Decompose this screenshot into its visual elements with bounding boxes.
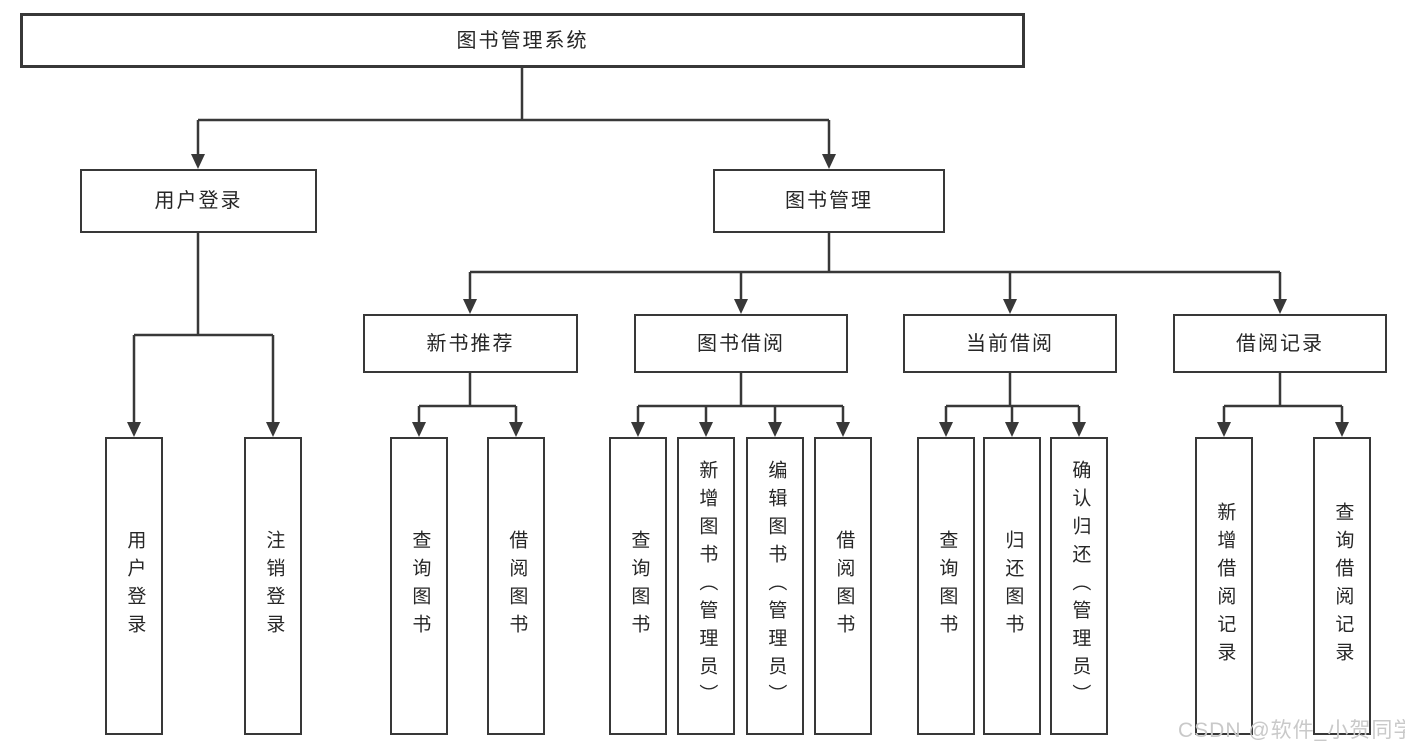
leaf-borrow-edit-books-admin: 编辑图书（管理员） <box>746 437 804 735</box>
connector-new-book-recommend <box>417 373 518 423</box>
node-root-system: 图书管理系统 <box>20 13 1025 68</box>
arrow-down-icon <box>1072 422 1086 437</box>
leaf-newbook-query-books: 查询图书 <box>390 437 448 735</box>
leaf-logout: 注销登录 <box>244 437 302 735</box>
connector-borrow-records <box>1222 373 1344 423</box>
leaf-borrow-borrow-books: 借阅图书 <box>814 437 872 735</box>
leaf-current-query-books: 查询图书 <box>917 437 975 735</box>
arrow-down-icon <box>836 422 850 437</box>
leaf-current-return-books: 归还图书 <box>983 437 1041 735</box>
watermark: CSDN @软件_小贺同学 <box>1178 719 1405 742</box>
leaf-newbook-borrow-books: 借阅图书 <box>487 437 545 735</box>
node-borrow-records: 借阅记录 <box>1173 314 1387 373</box>
arrowheads <box>127 154 1349 437</box>
leaf-user-login: 用户登录 <box>105 437 163 735</box>
node-user-login: 用户登录 <box>80 169 317 233</box>
arrow-down-icon <box>1273 299 1287 314</box>
arrow-down-icon <box>1003 299 1017 314</box>
leaf-records-query-record: 查询借阅记录 <box>1313 437 1371 735</box>
arrow-down-icon <box>1335 422 1349 437</box>
arrow-down-icon <box>1005 422 1019 437</box>
arrow-down-icon <box>631 422 645 437</box>
arrow-down-icon <box>822 154 836 169</box>
node-current-borrow: 当前借阅 <box>903 314 1117 373</box>
arrow-down-icon <box>734 299 748 314</box>
connector-root <box>196 68 831 156</box>
node-book-management: 图书管理 <box>713 169 945 233</box>
arrow-down-icon <box>412 422 426 437</box>
connector-current-borrow <box>944 373 1081 423</box>
arrow-down-icon <box>699 422 713 437</box>
leaf-borrow-query-books: 查询图书 <box>609 437 667 735</box>
arrow-down-icon <box>939 422 953 437</box>
arrow-down-icon <box>768 422 782 437</box>
connector-book-management <box>468 233 1282 300</box>
leaf-current-confirm-return-admin: 确认归还（管理员） <box>1050 437 1108 735</box>
node-book-borrow: 图书借阅 <box>634 314 848 373</box>
node-new-book-recommend: 新书推荐 <box>363 314 578 373</box>
arrow-down-icon <box>191 154 205 169</box>
leaf-borrow-add-books-admin: 新增图书（管理员） <box>677 437 735 735</box>
arrow-down-icon <box>509 422 523 437</box>
connector-user-login <box>132 233 275 423</box>
arrow-down-icon <box>266 422 280 437</box>
arrow-down-icon <box>127 422 141 437</box>
leaf-records-add-record: 新增借阅记录 <box>1195 437 1253 735</box>
arrow-down-icon <box>1217 422 1231 437</box>
connector-book-borrow <box>636 373 845 423</box>
arrow-down-icon <box>463 299 477 314</box>
